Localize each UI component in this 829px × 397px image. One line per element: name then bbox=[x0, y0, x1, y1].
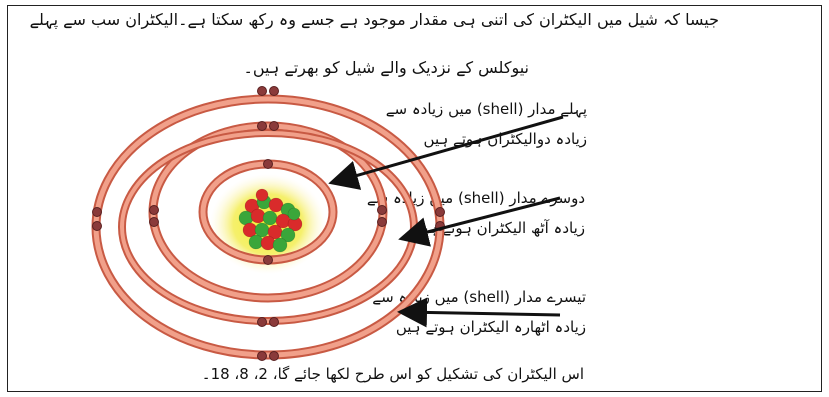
electron bbox=[269, 121, 279, 131]
electrons bbox=[92, 86, 445, 361]
arrow-third-shell bbox=[397, 297, 561, 328]
neutron bbox=[272, 237, 288, 253]
neutron bbox=[262, 210, 278, 226]
electron bbox=[263, 255, 273, 265]
electron bbox=[269, 317, 279, 327]
electron bbox=[269, 86, 279, 96]
proton bbox=[268, 197, 284, 213]
label-third-shell: تیسرے مدار (shell) میں زیادہ سے زیادہ اٹ… bbox=[372, 282, 586, 342]
arrows bbox=[328, 115, 564, 328]
electron bbox=[257, 121, 267, 131]
neutron bbox=[280, 227, 296, 243]
electron bbox=[263, 159, 273, 169]
electron bbox=[257, 317, 267, 327]
diagram-frame bbox=[7, 5, 822, 392]
intro-line-1: جیسا کہ شیل میں الیکٹران کی اتنی ہی مقدا… bbox=[29, 10, 719, 29]
electron bbox=[377, 217, 387, 227]
electron bbox=[269, 351, 279, 361]
electron bbox=[257, 86, 267, 96]
label-third-shell-line-2: زیادہ اٹھارہ الیکٹران ہوتے ہیں bbox=[395, 318, 586, 336]
footer-configuration-text: اس الیکٹران کی تشکیل کو اس طرح لکھا جائے… bbox=[201, 365, 584, 383]
electron bbox=[435, 207, 445, 217]
arrow-first-shell bbox=[328, 115, 564, 190]
proton bbox=[255, 188, 269, 202]
proton bbox=[260, 235, 276, 251]
electron bbox=[92, 207, 102, 217]
intro-line-2: نیوکلس کے نزدیک والے شیل کو بھرتے ہیں۔ bbox=[243, 58, 529, 77]
neutron bbox=[287, 207, 301, 221]
electron bbox=[92, 221, 102, 231]
proton bbox=[250, 208, 266, 224]
electron bbox=[257, 351, 267, 361]
electron bbox=[149, 217, 159, 227]
electron bbox=[377, 205, 387, 215]
arrow-second-shell bbox=[398, 196, 561, 247]
label-third-shell-line-1: تیسرے مدار (shell) میں زیادہ سے bbox=[372, 288, 586, 306]
electron bbox=[149, 205, 159, 215]
label-first-shell-line-1: پہلے مدار (shell) میں زیادہ سے bbox=[385, 100, 587, 118]
nucleus bbox=[238, 188, 303, 253]
